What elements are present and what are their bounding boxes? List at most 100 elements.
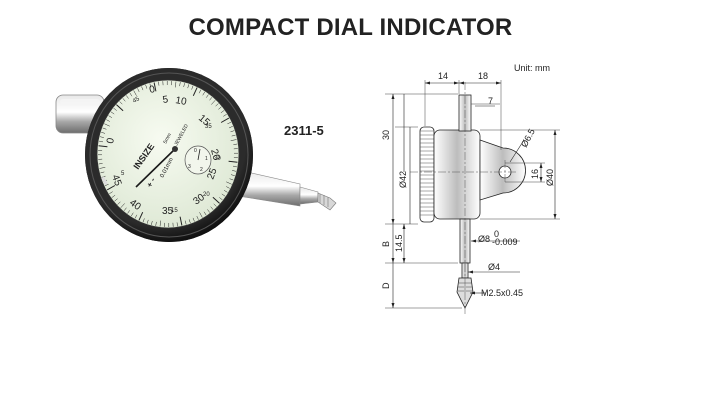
dial-tick [99, 136, 104, 138]
minor-number-30: 30 [214, 156, 221, 162]
dim-d40: Ø40 [545, 169, 555, 186]
counter-number-3: 3 [188, 164, 191, 170]
dim-d8-tol-upper: 0 [494, 229, 499, 239]
dial-tick [113, 107, 117, 111]
dial-tick [104, 123, 110, 127]
counter-number-2: 2 [200, 167, 203, 173]
dial-tick [184, 220, 187, 225]
dial-number-5: 5 [162, 94, 169, 106]
dial-tick [141, 86, 144, 91]
dial-tick [221, 193, 226, 197]
dial-tick [199, 212, 203, 218]
dial-tick [111, 194, 116, 198]
dial-tick [100, 171, 105, 174]
dim-14-5: 14.5 [394, 234, 404, 252]
revolution-counter: 0 1 2 3 [184, 145, 212, 175]
dial-tick [106, 119, 110, 122]
dial-tick [230, 139, 237, 141]
dim-d42: Ø42 [398, 171, 408, 188]
dial-tick [120, 203, 125, 208]
dial-tick [114, 198, 118, 202]
dial-tick [146, 219, 149, 224]
dial-tick [104, 183, 109, 187]
dial-tick [223, 113, 227, 117]
dial-tick [218, 106, 222, 110]
dial-tick [122, 98, 126, 102]
dial-tick [99, 167, 106, 169]
dial-tick [228, 160, 238, 163]
tolerance-mark [101, 176, 108, 185]
model-number: 2311-5 [284, 123, 324, 138]
dial-ticks [98, 81, 238, 227]
dial-tick [223, 190, 228, 193]
dial-number-45: 45 [109, 173, 123, 188]
dial-tick [192, 217, 195, 222]
drawing-body [433, 129, 481, 220]
dial-tick [226, 186, 230, 189]
dial-number-0: 0 [148, 84, 156, 96]
dial-tick [213, 203, 217, 207]
dial-tick [142, 218, 145, 223]
dial-plus-minus: + - [145, 176, 158, 189]
dial-tick [230, 174, 235, 177]
dial-tick [119, 101, 123, 105]
dial-tick [137, 88, 140, 93]
dial-tick [158, 81, 160, 86]
dial-tick [209, 97, 213, 101]
dial-tick [227, 121, 232, 125]
dial-number-0-left: 0 [105, 137, 117, 145]
dial-tick [134, 214, 138, 219]
dial-tick [192, 87, 198, 97]
technical-drawing [385, 80, 560, 316]
dial-tick [220, 110, 225, 114]
dial-tick [127, 210, 131, 214]
dial-tick [188, 219, 191, 224]
dial-tick [202, 91, 206, 96]
dial-tick [196, 215, 199, 220]
dial-tick [125, 95, 129, 99]
dial-tick [183, 83, 185, 88]
dial-tick [226, 181, 232, 185]
dial-tick [175, 81, 177, 88]
dial-number-25: 25 [205, 166, 219, 181]
dial-tick [176, 222, 178, 227]
minor-number-15: 15 [171, 208, 178, 214]
dial-tick [179, 216, 183, 226]
dial-tick [106, 185, 116, 191]
dial-tick [101, 131, 106, 134]
dim-7: 7 [488, 96, 493, 106]
centerlines [410, 82, 518, 316]
page-title: COMPACT DIAL INDICATOR [188, 14, 513, 41]
dim-d6-5: Ø6.5 [519, 127, 537, 149]
dial-tick [151, 220, 153, 225]
dial-tick [159, 220, 161, 227]
dim-d: D [381, 282, 391, 289]
dial-indicator-photo: 0 5 15 20 25 30 35 40 45 0 10 45 35 30 2… [55, 68, 337, 242]
dial-face [96, 79, 240, 229]
dial-tick [233, 143, 238, 145]
dial-tick [220, 117, 230, 123]
minor-number-35: 35 [205, 124, 212, 130]
dial-tick [232, 170, 237, 172]
dial-tick [205, 94, 209, 98]
dial-tick [198, 89, 202, 94]
dim-30: 30 [381, 130, 391, 140]
dial-tick [229, 178, 234, 181]
extension-lines [385, 80, 560, 309]
dial-number-20: 20 [208, 148, 222, 162]
dim-14: 14 [438, 71, 448, 81]
dial-tick [117, 201, 121, 205]
counter-number-0: 0 [194, 148, 197, 154]
dim-d8: Ø8 [478, 234, 490, 244]
dial-tick [211, 100, 216, 105]
dial-tick [110, 111, 115, 115]
dial-tick [109, 191, 113, 195]
dial-minor-numbers: 45 35 30 20 15 5 [121, 96, 221, 214]
dim-d8-tol-lower: -0.009 [492, 237, 518, 247]
dial-tick [231, 134, 236, 137]
dial-tick [149, 83, 152, 88]
dial-tick [130, 212, 134, 217]
dial-tick [108, 115, 113, 118]
drawing-bezel [419, 126, 435, 223]
